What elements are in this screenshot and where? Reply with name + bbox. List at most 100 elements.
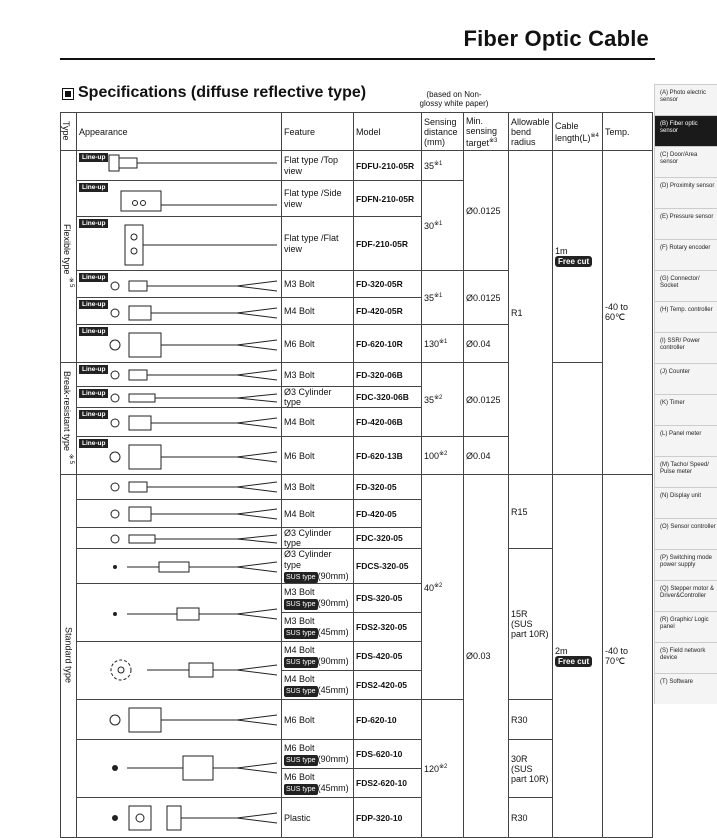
feature-cell: Flat type /Flat view: [281, 216, 354, 271]
table-row: Line-up M6 Bolt FD-620-13B 100※2 Ø0.04: [61, 436, 653, 475]
group-break-resistant: Break-resistant type ※5: [60, 362, 77, 475]
side-tab-software[interactable]: (T) Software: [654, 673, 717, 704]
side-tab-connector[interactable]: (G) Connector/ Socket: [654, 270, 717, 301]
side-tab-graphic-panel[interactable]: (R) Graphic/ Logic panel: [654, 611, 717, 642]
table-row: Line-up Flat type /Side view FDFN-210-05…: [61, 180, 653, 271]
feature-cell: M4 Bolt: [281, 297, 354, 325]
side-tab-field-network[interactable]: (S) Field network device: [654, 642, 717, 673]
appearance-cell: [76, 739, 282, 798]
feature-cell: Ø3 Cylinder type: [281, 527, 354, 549]
temp-cell: -40 to 60℃: [602, 150, 653, 475]
side-tab-tacho[interactable]: (M) Tacho/ Speed/ Pulse meter: [654, 456, 717, 487]
appearance-cell: Line-up: [76, 297, 282, 325]
bend-cell: R15: [508, 474, 553, 549]
table-row: Ø3 Cylinder type FDC-320-05: [61, 527, 653, 549]
table-row: Line-up M4 Bolt FD-420-05R: [61, 297, 653, 325]
fiber-drawing-icon: [108, 154, 277, 172]
model-cell: FDP-320-10: [353, 797, 422, 838]
table-row: Line-up M4 Bolt FD-420-06B: [61, 407, 653, 437]
bend-cell: R30: [508, 797, 553, 838]
side-tab-photoelectric[interactable]: (A) Photo electric sensor: [654, 84, 717, 115]
page-title: Fiber Optic Cable: [463, 26, 649, 51]
fiber-drawing-icon: [110, 415, 278, 431]
side-tab-door-area[interactable]: (C) Door/Area sensor: [654, 146, 717, 177]
feature-cell: M3 Bolt: [281, 474, 354, 500]
group-flexible: Flexible type ※5: [60, 150, 77, 363]
feature-cell: M3 Bolt: [281, 362, 354, 387]
header-cable: Cable length(L)※4: [552, 112, 603, 151]
fiber-drawing-icon: [109, 444, 278, 470]
header-model: Model: [353, 112, 422, 151]
table-row: Line-up Ø3 Cylinder type FDC-320-06B: [61, 386, 653, 408]
appearance-cell: Line-up: [76, 386, 282, 408]
side-tab-stepper[interactable]: (Q) Stepper motor & Driver&Controller: [654, 580, 717, 611]
min-target-cell: Ø0.04: [463, 436, 509, 475]
fiber-drawing-icon: [110, 481, 278, 493]
feature-cell: M4 Bolt: [281, 499, 354, 528]
appearance-cell: [76, 474, 282, 500]
side-tab-counter[interactable]: (J) Counter: [654, 363, 717, 394]
min-target-cell: Ø0.04: [463, 324, 509, 363]
side-tab-smps[interactable]: (P) Switching mode power supply: [654, 549, 717, 580]
model-cell: FD-620-10R: [353, 324, 422, 363]
feature-cell: M6 Bolt: [281, 699, 354, 740]
header-min-target: Min. sensing target※3: [463, 112, 509, 151]
model-cell: FDS2-320-05: [353, 612, 422, 642]
title-rule: [60, 58, 655, 60]
appearance-cell: [76, 548, 282, 584]
side-tab-rotary-encoder[interactable]: (F) Rotary encoder: [654, 239, 717, 270]
sensing-cell: 40※2: [421, 474, 464, 700]
side-tab-temp-controller[interactable]: (H) Temp. controller: [654, 301, 717, 332]
min-target-cell: Ø0.03: [463, 474, 509, 838]
model-cell: FD-420-05R: [353, 297, 422, 325]
side-tab-display-unit[interactable]: (N) Display unit: [654, 487, 717, 518]
appearance-cell: [76, 499, 282, 528]
model-cell: FDC-320-06B: [353, 386, 422, 408]
side-tab-panel-meter[interactable]: (L) Panel meter: [654, 425, 717, 456]
table-row: Standard type M3 Bolt FD-320-05 40※2 Ø0.…: [60, 474, 653, 838]
appearance-cell: [76, 699, 282, 740]
fiber-drawing-icon: [124, 224, 277, 266]
side-tab-pressure[interactable]: (E) Pressure sensor: [654, 208, 717, 239]
sensing-cell: 30※1: [421, 180, 464, 271]
side-tab-timer[interactable]: (K) Timer: [654, 394, 717, 425]
side-tab-sensor-controller[interactable]: (O) Sensor controller: [654, 518, 717, 549]
table-row: Line-up M6 Bolt FD-620-10R 130※1 Ø0.04: [61, 324, 653, 363]
fiber-drawing-icon: [109, 332, 278, 358]
fiber-drawing-icon: [110, 506, 278, 522]
feature-cell: Flat type /Top view: [281, 150, 354, 181]
bend-cell: 30R (SUS part 10R): [508, 739, 553, 798]
appearance-cell: Line-up: [76, 436, 282, 475]
fiber-drawing-icon: [113, 607, 278, 621]
model-cell: FDFU-210-05R: [353, 150, 422, 181]
sensing-cell: 100※2: [421, 436, 464, 475]
model-cell: FDF-210-05R: [353, 216, 422, 271]
fiber-drawing-icon: [110, 393, 278, 403]
side-tab-ssr[interactable]: (I) SSR/ Power controller: [654, 332, 717, 363]
appearance-cell: Line-up: [76, 362, 282, 387]
sensing-cell: 130※1: [421, 324, 464, 363]
side-tab-nav: (A) Photo electric sensor (B) Fiber opti…: [654, 84, 717, 704]
section-heading: Specifications (diffuse reflective type): [78, 84, 367, 101]
table-row: Flexible type ※5 Line-up Flat type /Top …: [60, 150, 653, 475]
spec-table: Type Appearance Feature Model Sensing di…: [60, 112, 653, 838]
table-row: M4 Bolt FD-420-05: [61, 499, 653, 528]
side-tab-proximity[interactable]: (D) Proximity sensor: [654, 177, 717, 208]
appearance-cell: [76, 797, 282, 838]
model-cell: FD-620-10: [353, 699, 422, 740]
model-cell: FDS-320-05: [353, 583, 422, 613]
side-tab-fiber-optic[interactable]: (B) Fiber optic sensor: [654, 115, 717, 146]
header-type: Type: [60, 112, 77, 151]
fiber-drawing-icon: [110, 369, 278, 381]
table-row: M6 Bolt FD-620-10 120※2 R30: [61, 699, 653, 838]
header-sensing: Sensing distance (mm): [421, 112, 464, 151]
model-cell: FDC-320-05: [353, 527, 422, 549]
